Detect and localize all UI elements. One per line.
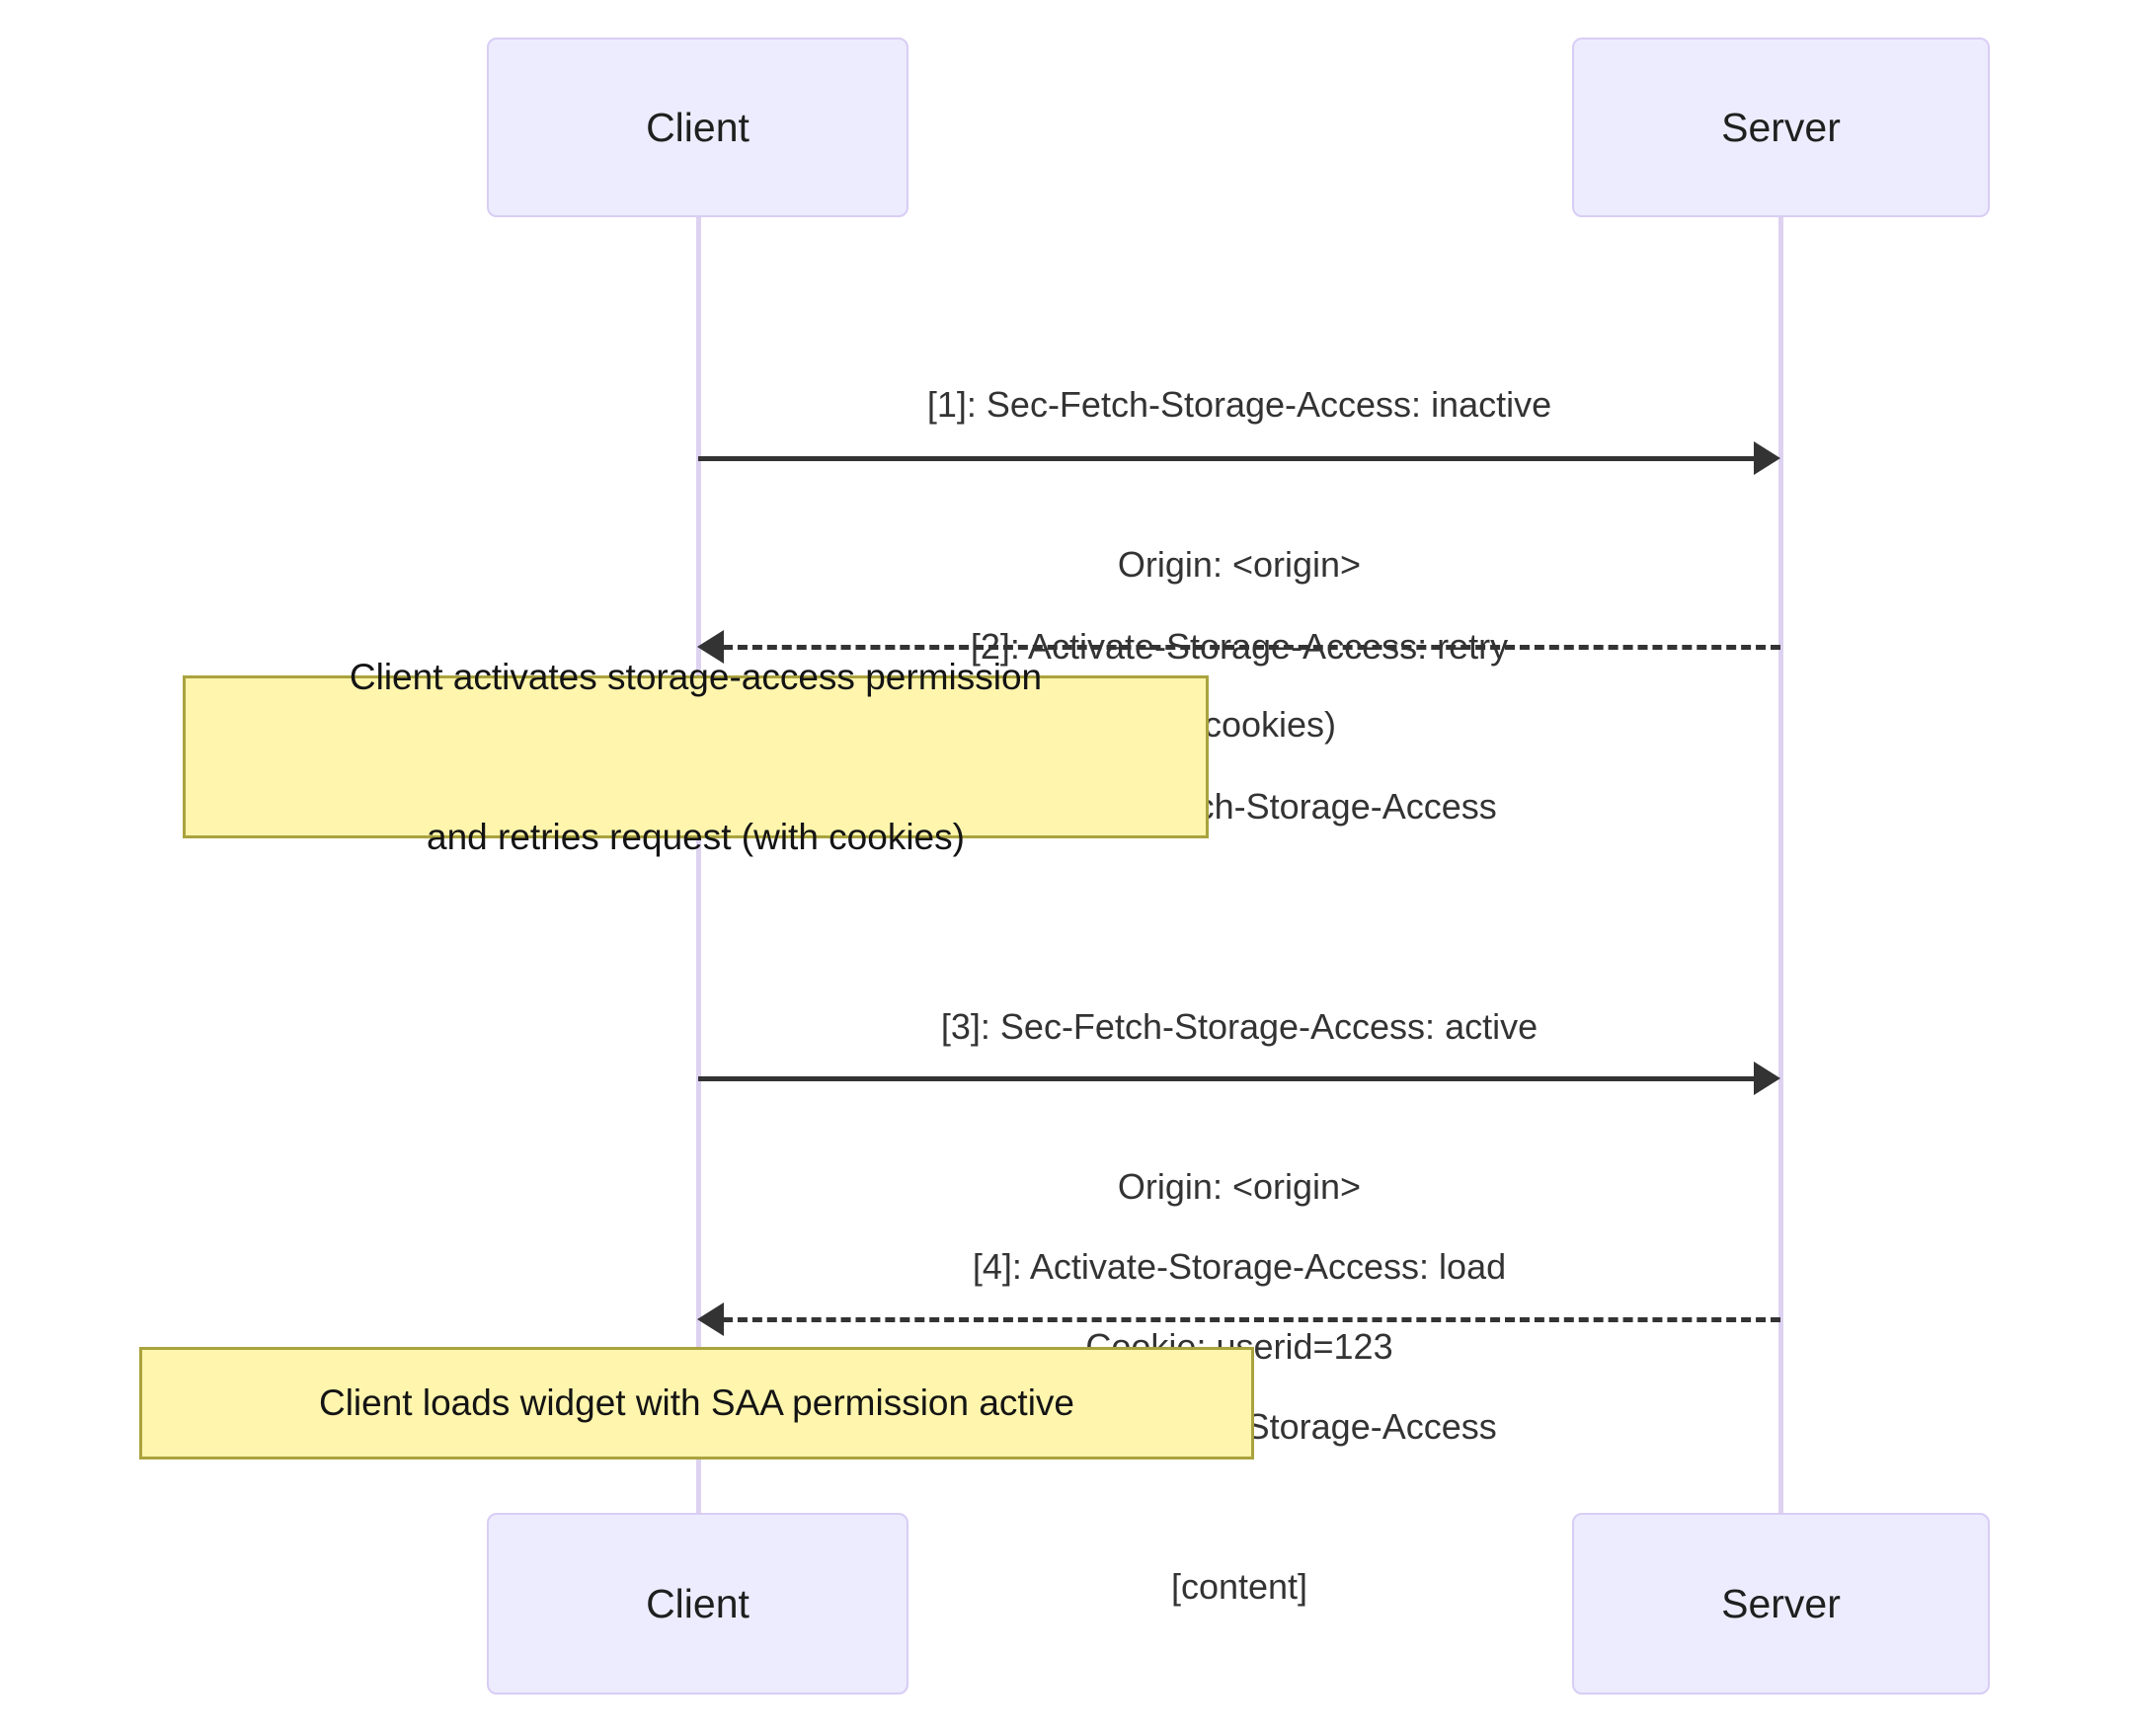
message-arrowhead-1	[1754, 441, 1780, 475]
message-label-4-line-3: [content]	[1170, 1566, 1308, 1607]
actor-box-server-bottom[interactable]: Server	[1572, 1513, 1990, 1695]
note-text-2-line-1: Client loads widget with SAA permission …	[318, 1382, 1075, 1423]
note-text-1: Client activates storage-access permissi…	[350, 544, 1042, 971]
actor-label-client-top: Client	[646, 104, 750, 150]
message-arrow-1	[698, 456, 1757, 461]
actor-label-server-bottom: Server	[1721, 1580, 1841, 1626]
message-label-1-line-2: Origin: <origin>	[1117, 544, 1362, 585]
actor-box-client-bottom[interactable]: Client	[487, 1513, 908, 1695]
actor-box-server-top[interactable]: Server	[1572, 38, 1990, 217]
message-label-4-line-1: [4]: Activate-Storage-Access: load	[972, 1246, 1507, 1287]
message-label-3-line-1: [3]: Sec-Fetch-Storage-Access: active	[940, 1006, 1539, 1047]
message-label-1: [1]: Sec-Fetch-Storage-Access: inactive …	[698, 272, 1780, 858]
note-text-2: Client loads widget with SAA permission …	[319, 1270, 1074, 1537]
message-arrow-2	[723, 645, 1780, 650]
note-box-1: Client activates storage-access permissi…	[183, 657, 1209, 857]
message-arrow-3	[698, 1076, 1757, 1081]
actor-label-client-bottom: Client	[646, 1580, 750, 1626]
message-arrow-4	[723, 1317, 1780, 1322]
message-arrowhead-4	[697, 1302, 724, 1336]
message-label-1-line-1: [1]: Sec-Fetch-Storage-Access: inactive	[926, 384, 1552, 425]
actor-box-client-top[interactable]: Client	[487, 38, 908, 217]
message-label-3: [3]: Sec-Fetch-Storage-Access: active Or…	[698, 894, 1780, 1480]
lifeline-client	[696, 217, 701, 1513]
message-arrowhead-2	[697, 630, 724, 664]
lifeline-server	[1778, 217, 1783, 1513]
message-arrowhead-3	[1754, 1062, 1780, 1095]
note-text-1-line-1: Client activates storage-access permissi…	[349, 656, 1043, 697]
actor-label-server-top: Server	[1721, 104, 1841, 150]
note-text-1-line-2: and retries request (with cookies)	[427, 816, 965, 857]
note-box-2: Client loads widget with SAA permission …	[139, 1347, 1254, 1460]
message-label-3-line-2: Origin: <origin>	[1117, 1166, 1362, 1207]
